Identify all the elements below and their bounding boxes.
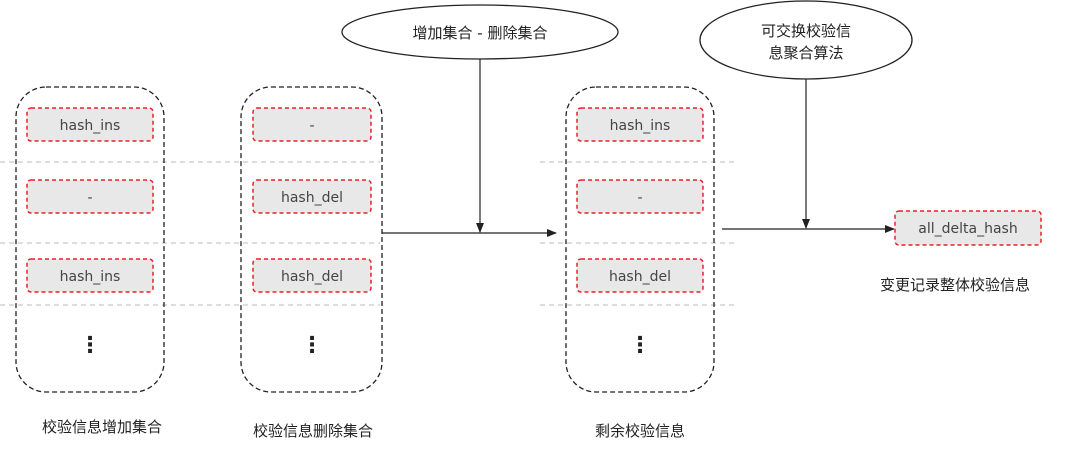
cell-value: hash_del: [281, 190, 343, 206]
cell-box: [26, 258, 154, 293]
caption-insert-set: 校验信息增加集合: [42, 418, 162, 436]
cell-value: -: [637, 190, 642, 206]
operation-label-line1: 可交换校验信: [761, 22, 851, 40]
column-delete-set: - hash_del hash_del ⋮: [240, 86, 383, 393]
cell-box: [576, 179, 704, 214]
cell-value: hash_del: [609, 269, 671, 285]
group-box-insert-set: [15, 86, 165, 393]
arrows: [382, 59, 895, 237]
group-box-delete-set: [240, 86, 383, 393]
operation-label: 增加集合 - 删除集合: [413, 24, 548, 42]
cell-box: [26, 179, 154, 214]
operation-set-difference: 增加集合 - 删除集合: [341, 4, 619, 60]
operation-label-line2: 息聚合算法: [768, 44, 843, 62]
cell-value: -: [309, 118, 314, 134]
cell-box: [252, 258, 372, 293]
caption-delete-set: 校验信息删除集合: [253, 422, 373, 440]
cell-value: hash_ins: [60, 269, 121, 285]
operation-aggregation: 可交换校验信 息聚合算法: [699, 0, 913, 80]
ellipsis: ⋮: [301, 333, 323, 358]
cell-box: [576, 258, 704, 293]
cell-box: [252, 107, 372, 142]
cell-value: hash_ins: [610, 118, 671, 134]
ellipsis: ⋮: [629, 333, 651, 358]
cell-value: -: [87, 190, 92, 206]
ellipsis: ⋮: [79, 333, 101, 358]
cell-value: hash_del: [281, 269, 343, 285]
result-box: [894, 210, 1042, 246]
cell-box: [576, 107, 704, 142]
cell-box: [26, 107, 154, 142]
column-remaining: hash_ins - hash_del ⋮: [565, 86, 715, 393]
result-value: all_delta_hash: [918, 221, 1017, 237]
row-dividers: [0, 161, 735, 306]
operation-ellipse: [699, 0, 913, 80]
group-box-remaining: [565, 86, 715, 393]
result-caption: 变更记录整体校验信息: [880, 276, 1030, 294]
cell-box: [252, 179, 372, 214]
result: all_delta_hash 变更记录整体校验信息: [880, 210, 1042, 294]
cell-value: hash_ins: [60, 118, 121, 134]
column-insert-set: hash_ins - hash_ins ⋮: [15, 86, 165, 393]
caption-remaining: 剩余校验信息: [595, 422, 685, 440]
